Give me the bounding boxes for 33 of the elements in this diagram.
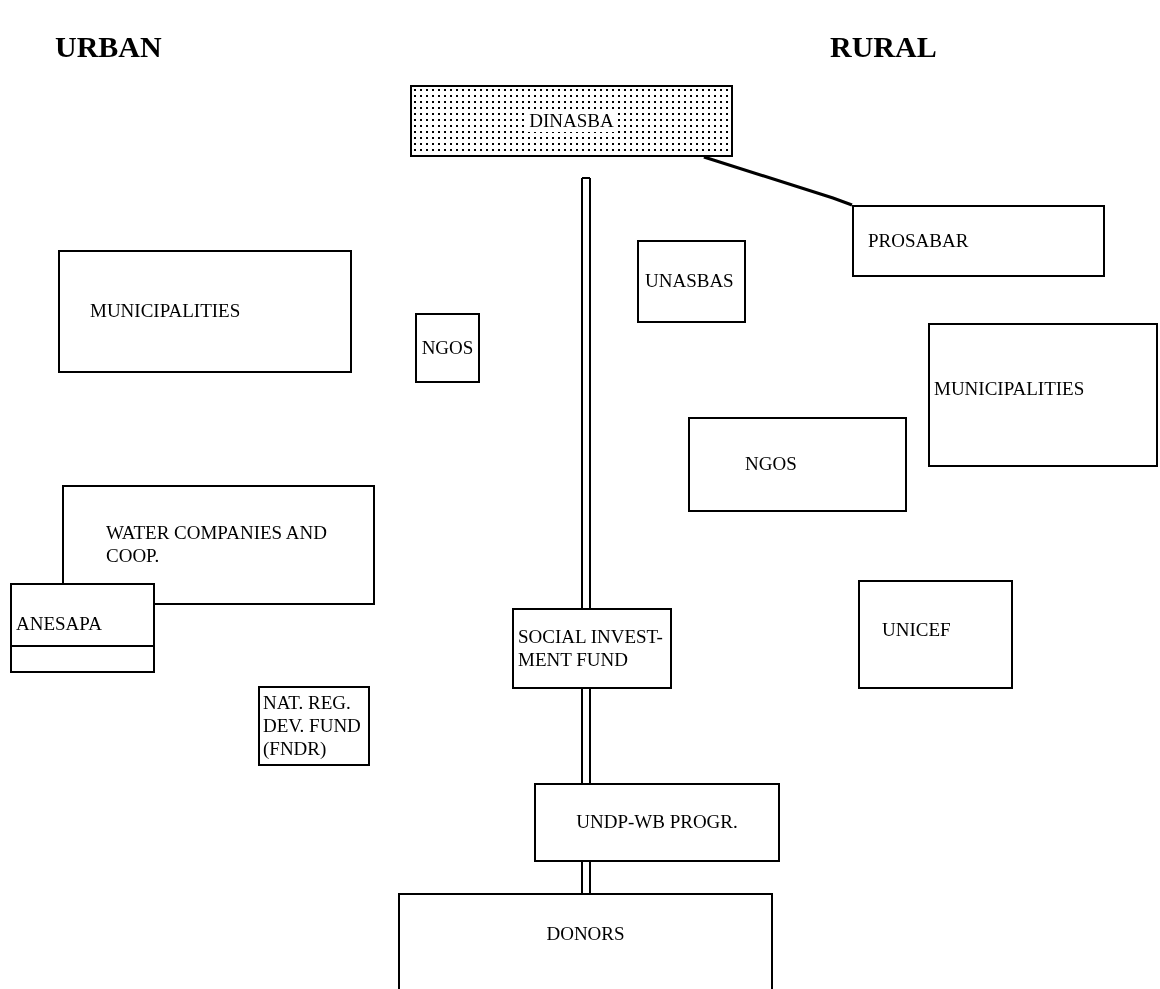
org-name: SOCIAL INVEST- MENT FUND [517,625,664,672]
org-box [534,783,780,862]
org-box [858,580,1013,689]
connector-line [703,155,853,207]
double-line-connector [581,861,591,894]
org-box [10,583,155,673]
org-name: WATER COMPANIES AND COOP. [105,522,328,568]
org-name: UNICEF [881,619,952,642]
org-name: NAT. REG. DEV. FUND (FNDR) [262,692,362,761]
org-name: MUNICIPALITIES [89,300,242,323]
dotted-org-box [410,85,733,157]
org-box [512,608,672,689]
org-box [398,893,773,989]
org-name: NGOS [420,336,475,360]
org-name: NGOS [744,453,798,476]
org-box [852,205,1105,277]
column-heading: RURAL [830,30,937,64]
org-name: MUNICIPALITIES [933,377,1086,401]
org-box [415,313,480,383]
double-line-connector [581,177,591,609]
column-heading: URBAN [55,30,162,64]
org-box [688,417,907,512]
org-name: UNASBAS [644,270,735,293]
org-name: PROSABAR [867,229,970,253]
org-box [637,240,746,323]
double-line-connector [581,688,591,784]
org-name: DONORS [545,923,626,946]
org-box [258,686,370,766]
org-name: UNDP-WB PROGR. [575,811,739,834]
org-box [928,323,1158,467]
org-box [62,485,375,605]
org-box [58,250,352,373]
org-name: ANESAPA [15,613,103,636]
